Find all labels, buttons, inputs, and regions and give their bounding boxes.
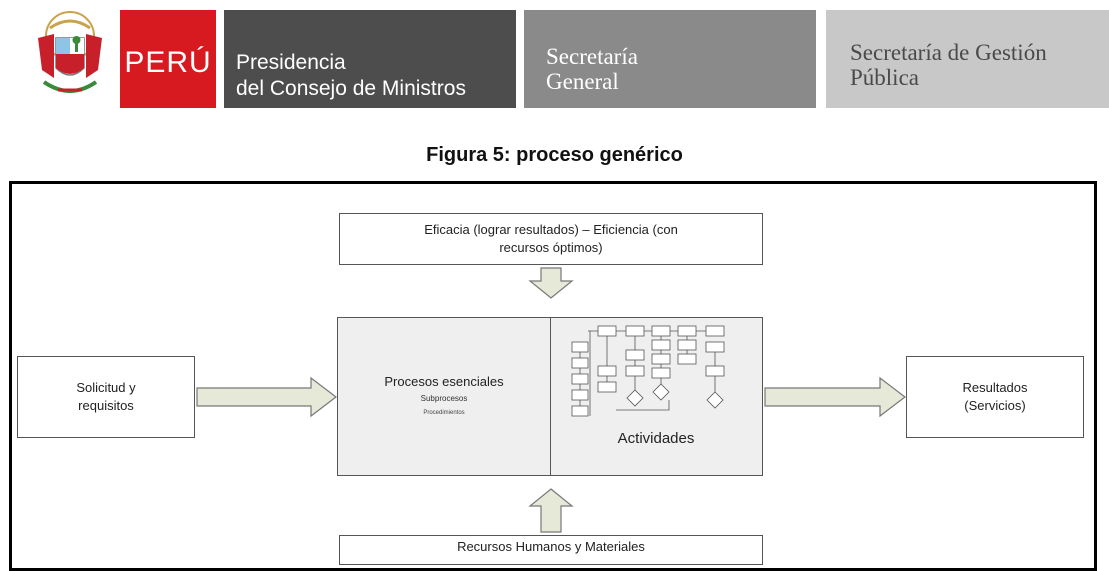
process-main-label: Procesos esenciales (384, 374, 504, 389)
process-proc-label: Procedimientos (423, 410, 465, 416)
secretaria-gestion-publica-block: Secretaría de Gestión Pública (826, 10, 1109, 108)
pcm-block: Presidencia del Consejo de Ministros (224, 10, 516, 108)
process-divider (550, 318, 551, 475)
efficacy-line2: recursos óptimos) (499, 240, 603, 255)
arrow-up-icon (528, 488, 574, 533)
peru-coat-of-arms-icon (28, 8, 112, 106)
activities-label: Actividades (617, 430, 695, 447)
sgp-line1: Secretaría de Gestión (850, 40, 1047, 65)
arrow-right-out-icon (764, 376, 906, 418)
sg-line2: General (546, 69, 619, 94)
peru-label: PERÚ (120, 10, 216, 108)
resources-label: Recursos Humanos y Materiales (457, 539, 645, 554)
arrows-layer (196, 267, 906, 533)
efficacy-line1: Eficacia (lograr resultados) – Eficienci… (424, 222, 678, 237)
arrow-right-in-icon (196, 376, 337, 418)
output-line1: Resultados (962, 380, 1028, 395)
input-line1: Solicitud y (76, 380, 136, 395)
flowchart-thumbnail-icon (571, 325, 725, 417)
figure-title: Figura 5: proceso genérico (426, 144, 683, 166)
pcm-line1: Presidencia (236, 51, 346, 74)
secretaria-general-block: Secretaría General (524, 10, 816, 108)
resources-box: Recursos Humanos y Materiales (339, 535, 763, 565)
output-line2: (Servicios) (964, 398, 1026, 413)
input-line2: requisitos (78, 398, 134, 413)
sg-line1: Secretaría (546, 44, 638, 69)
output-box: Resultados (Servicios) (906, 356, 1084, 438)
pcm-line2: del Consejo de Ministros (236, 77, 466, 100)
process-sub-label: Subprocesos (420, 394, 468, 403)
process-box: Procesos esenciales Subprocesos Procedim… (337, 317, 763, 476)
efficacy-box: Eficacia (lograr resultados) – Eficienci… (339, 213, 763, 265)
arrow-down-icon (528, 267, 574, 299)
input-box: Solicitud y requisitos (17, 356, 195, 438)
sgp-line2: Pública (850, 65, 919, 90)
